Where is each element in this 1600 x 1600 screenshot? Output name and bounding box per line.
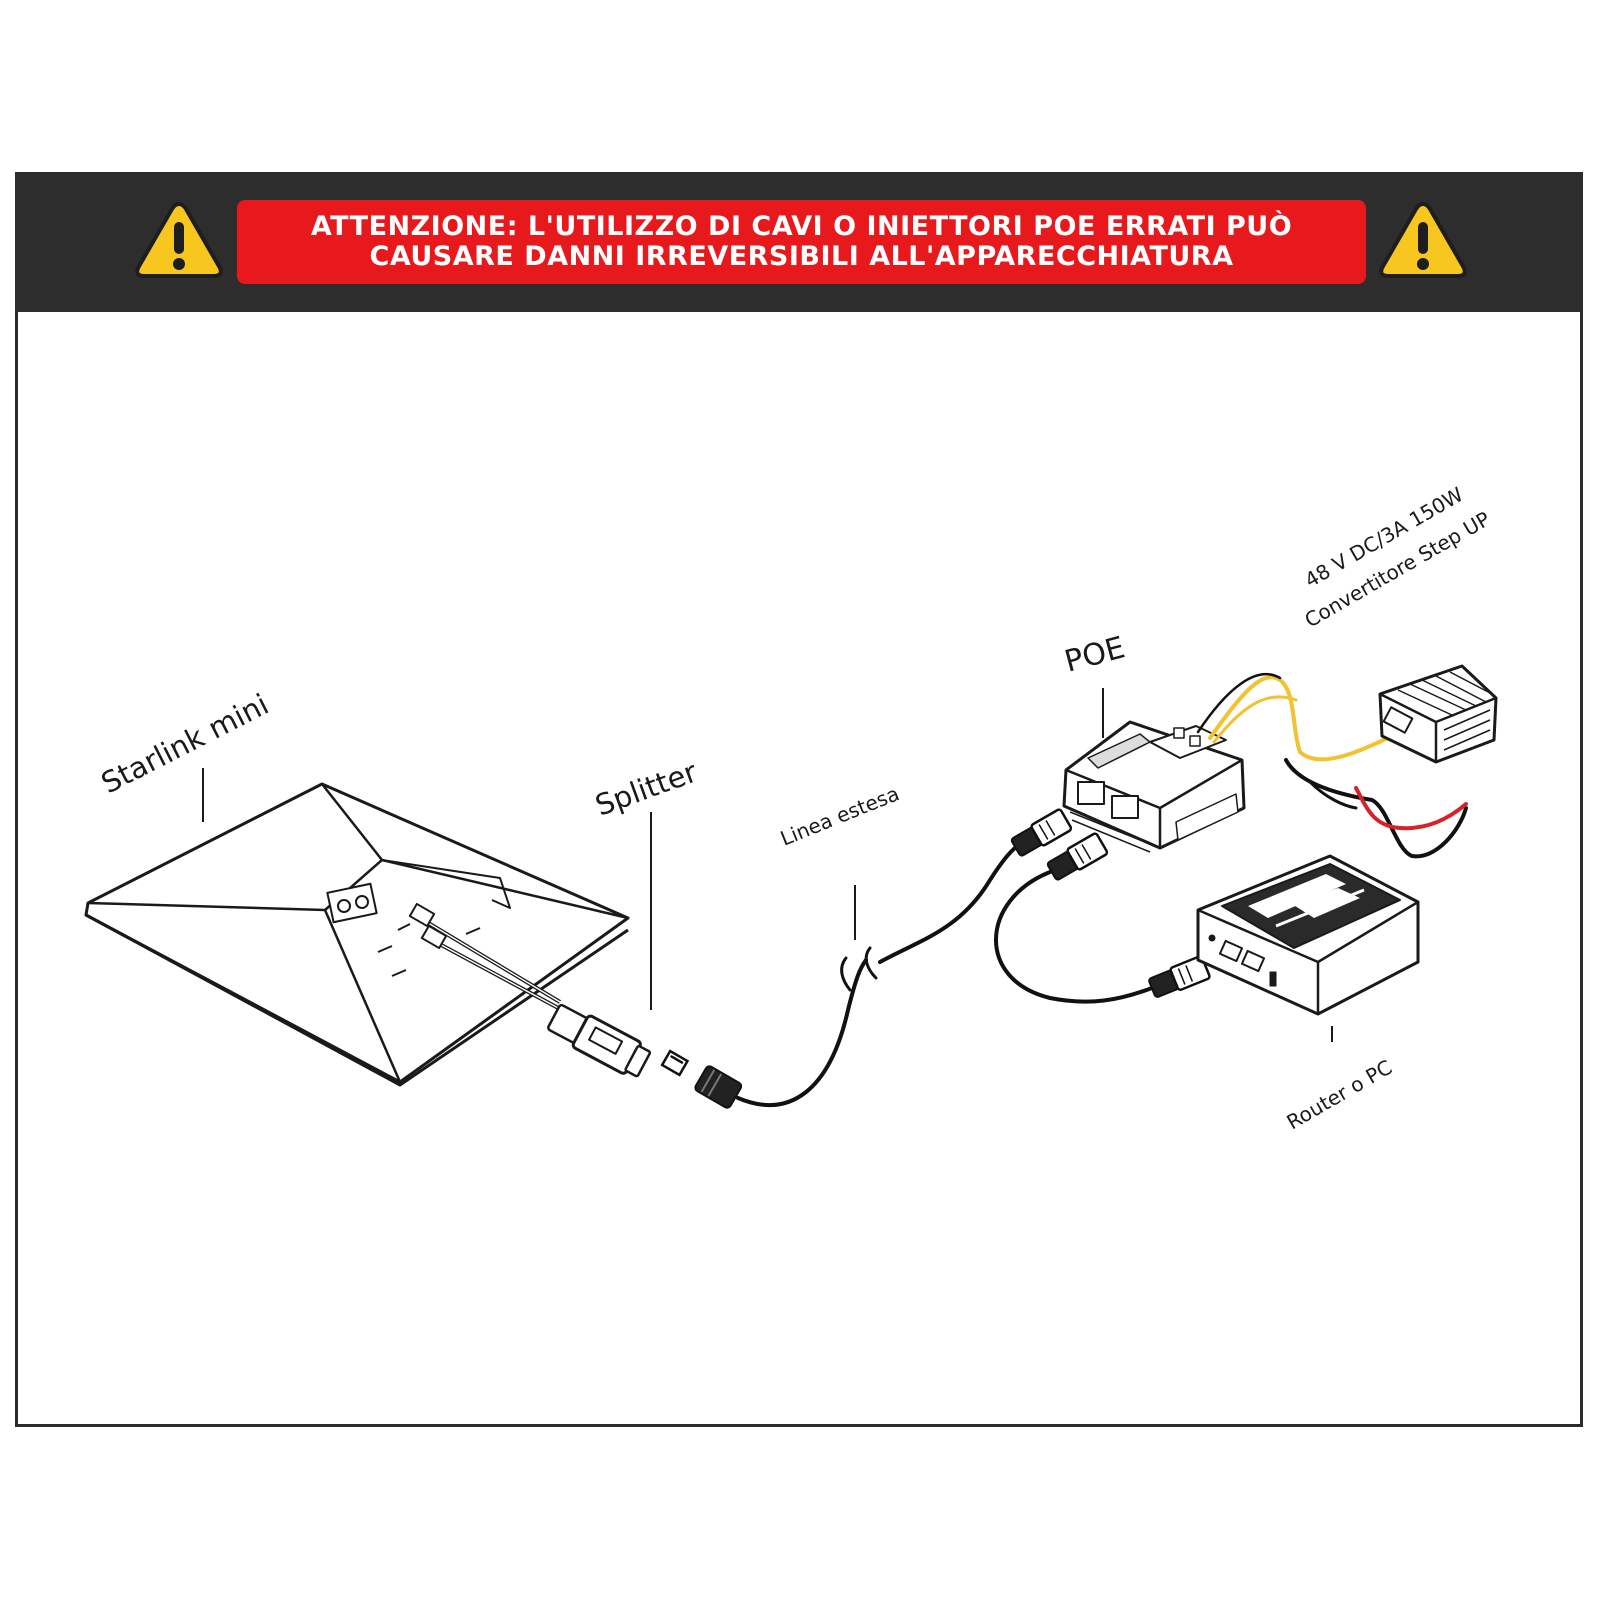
diagram-frame — [15, 172, 1583, 1427]
starlink-mini-dish — [84, 782, 630, 1087]
step-up-converter — [1378, 664, 1498, 764]
extended-ethernet-cable — [660, 808, 1073, 1109]
warning-text-line-1: ATTENZIONE: L'UTILIZZO DI CAVI O INIETTO… — [310, 211, 1293, 242]
warning-triangle-icon — [135, 201, 223, 278]
warning-message: ATTENZIONE: L'UTILIZZO DI CAVI O INIETTO… — [237, 200, 1366, 284]
power-wires — [1196, 672, 1468, 859]
splitter — [408, 902, 652, 1078]
warning-triangle-icon — [1379, 201, 1467, 278]
extended-line-label: Linea estesa — [777, 781, 903, 850]
starlink-mini-label: Starlink mini — [96, 687, 274, 800]
poe-injector — [1062, 720, 1246, 853]
warning-text-line-2: CAUSARE DANNI IRREVERSIBILI ALL'APPARECC… — [369, 241, 1234, 272]
router-ethernet-cable — [994, 832, 1211, 1004]
splitter-label: Splitter — [591, 755, 702, 823]
router-or-pc-label: Router o PC — [1283, 1055, 1397, 1134]
router-or-pc — [1196, 854, 1420, 1016]
poe-label: POE — [1061, 630, 1129, 680]
